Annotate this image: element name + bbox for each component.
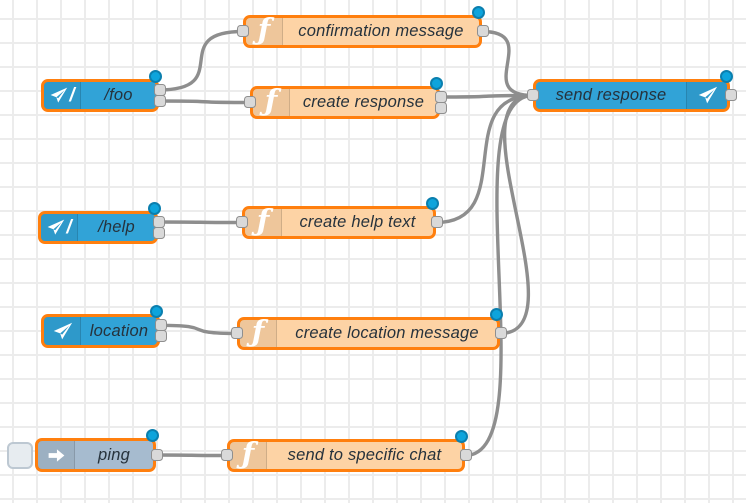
node-ping[interactable]: ping xyxy=(35,429,163,472)
wire-help-to-create_help[interactable] xyxy=(156,220,244,225)
output-port-0[interactable] xyxy=(154,318,167,331)
changed-indicator xyxy=(454,430,468,443)
wire-create_help-to-send_response[interactable] xyxy=(434,93,535,225)
node-label: confirmation message xyxy=(298,22,464,40)
changed-indicator xyxy=(147,202,161,215)
changed-indicator xyxy=(148,70,162,83)
node-icon-box: ƒ xyxy=(240,314,277,348)
inject-trigger-button[interactable] xyxy=(7,442,33,469)
output-port-0[interactable] xyxy=(434,90,447,103)
node-icon-box: ƒ xyxy=(246,12,283,46)
node-label: send to specific chat xyxy=(287,446,442,464)
node-location[interactable]: location xyxy=(41,305,167,348)
node-label: /help xyxy=(98,218,135,236)
output-port-0[interactable] xyxy=(494,327,507,339)
node-create_help[interactable]: ƒ create help text xyxy=(235,197,443,239)
function-icon: ƒ xyxy=(264,83,278,117)
function-icon: ƒ xyxy=(257,12,271,46)
output-port-0[interactable] xyxy=(152,215,165,228)
changed-indicator xyxy=(149,305,163,318)
node-label: ping xyxy=(98,445,130,464)
node-icon-box: / xyxy=(44,82,81,109)
changed-indicator xyxy=(425,197,439,210)
output-port-0[interactable] xyxy=(153,83,166,96)
output-port-0[interactable] xyxy=(724,89,737,101)
output-port-1[interactable] xyxy=(152,226,165,239)
telegram-plane-slash-icon: / xyxy=(49,85,75,107)
input-port[interactable] xyxy=(236,25,249,37)
changed-indicator xyxy=(429,77,443,90)
wire-create_location-to-send_response[interactable] xyxy=(498,93,535,336)
output-port-1[interactable] xyxy=(434,101,447,114)
output-port-0[interactable] xyxy=(459,449,472,461)
wire-foo-to-create_response[interactable] xyxy=(157,99,252,105)
wire-ping-to-chat[interactable] xyxy=(154,453,229,458)
node-label: create help text xyxy=(299,213,416,231)
node-icon-box: ƒ xyxy=(230,436,267,470)
output-port-0[interactable] xyxy=(430,216,443,228)
input-port[interactable] xyxy=(230,327,243,339)
node-label: send response xyxy=(555,86,667,104)
function-icon: ƒ xyxy=(241,436,255,470)
output-port-1[interactable] xyxy=(153,94,166,107)
function-icon: ƒ xyxy=(256,203,270,237)
output-port-0[interactable] xyxy=(476,25,489,37)
node-label: create response xyxy=(302,93,425,111)
input-port[interactable] xyxy=(235,216,248,228)
node-create_response[interactable]: ƒ create response xyxy=(243,77,447,119)
wire-confirmation-to-send_response[interactable] xyxy=(480,29,535,98)
node-icon-box: ƒ xyxy=(245,203,282,237)
changed-indicator xyxy=(471,6,485,19)
node-icon-box: / xyxy=(41,214,78,241)
input-port[interactable] xyxy=(220,449,233,461)
node-icon-box xyxy=(44,317,81,345)
telegram-plane-icon xyxy=(52,321,73,342)
node-create_location[interactable]: ƒ create location message xyxy=(230,308,507,350)
node-send_response[interactable]: send response xyxy=(526,70,737,112)
wire-chat-to-send_response[interactable] xyxy=(463,93,535,458)
telegram-plane-slash-icon: / xyxy=(46,217,72,239)
node-help[interactable]: / /help xyxy=(38,202,165,244)
function-icon: ƒ xyxy=(251,314,265,348)
node-confirmation[interactable]: ƒ confirmation message xyxy=(236,6,489,48)
output-port-1[interactable] xyxy=(154,330,167,343)
wire-foo-to-confirmation[interactable] xyxy=(157,29,245,92)
node-foo[interactable]: / /foo xyxy=(41,70,166,112)
changed-indicator xyxy=(145,429,159,442)
node-label: /foo xyxy=(104,86,133,104)
node-icon-box xyxy=(686,82,727,109)
inject-arrow-icon xyxy=(46,445,67,466)
telegram-plane-icon xyxy=(697,85,718,106)
input-port[interactable] xyxy=(243,96,256,108)
changed-indicator xyxy=(489,308,503,321)
input-port[interactable] xyxy=(526,89,539,101)
wire-location-to-create_location[interactable] xyxy=(158,323,239,336)
node-label: create location message xyxy=(295,324,479,342)
node-icon-box: ƒ xyxy=(253,83,290,117)
changed-indicator xyxy=(719,70,733,83)
output-port-0[interactable] xyxy=(150,448,163,461)
node-icon-box xyxy=(38,441,75,469)
wire-create_response-to-send_response[interactable] xyxy=(438,93,535,99)
node-label: location xyxy=(89,321,149,340)
node-chat[interactable]: ƒ send to specific chat xyxy=(220,430,472,472)
